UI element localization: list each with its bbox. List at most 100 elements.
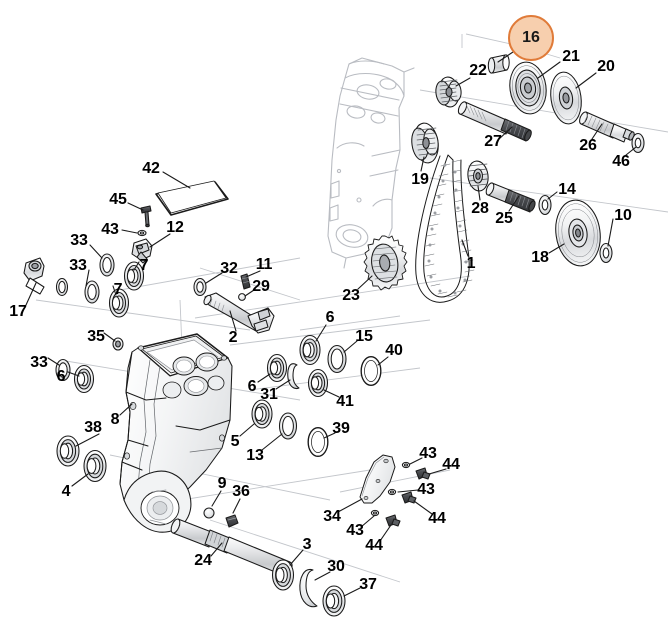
- part-43-washer-2: [387, 488, 397, 496]
- callout-29[interactable]: 29: [252, 278, 270, 295]
- callout-35[interactable]: 35: [87, 328, 105, 345]
- callout-25[interactable]: 25: [495, 210, 513, 227]
- callout-41[interactable]: 41: [336, 393, 354, 410]
- callout-32[interactable]: 32: [220, 260, 238, 277]
- part-37-bearing: [322, 585, 346, 617]
- callout-3[interactable]: 3: [302, 536, 312, 553]
- callout-43-b[interactable]: 43: [419, 445, 437, 462]
- part-44-bolt-1: [415, 467, 431, 480]
- part-33-ring-a: [99, 253, 115, 277]
- callout-43-c[interactable]: 43: [417, 481, 435, 498]
- callout-6-a[interactable]: 6: [56, 368, 66, 385]
- callout-10[interactable]: 10: [614, 207, 632, 224]
- part-45-bolt: [140, 205, 152, 228]
- part-6-bearing-b: [299, 334, 321, 366]
- part-11-pin: [240, 273, 251, 290]
- part-9-ball: [203, 507, 215, 519]
- callout-30[interactable]: 30: [327, 558, 345, 575]
- callout-24[interactable]: 24: [194, 552, 212, 569]
- part-40-oring: [360, 356, 382, 386]
- callout-18[interactable]: 18: [531, 249, 549, 266]
- part-34-cover-plate: [359, 454, 396, 504]
- callout-44-c[interactable]: 44: [365, 537, 383, 554]
- callout-19[interactable]: 19: [411, 171, 429, 188]
- callout-36[interactable]: 36: [232, 483, 250, 500]
- callout-14[interactable]: 14: [558, 181, 576, 198]
- callout-39[interactable]: 39: [332, 420, 350, 437]
- part-13-ring: [278, 412, 298, 440]
- part-1-chain: [415, 154, 475, 303]
- callout-31[interactable]: 31: [260, 386, 278, 403]
- callout-33-a[interactable]: 33: [70, 232, 88, 249]
- part-33-ring-d: [55, 358, 71, 382]
- callout-40[interactable]: 40: [385, 342, 403, 359]
- callout-17[interactable]: 17: [9, 303, 27, 320]
- highlighted-callout-16[interactable]: 16: [508, 15, 554, 61]
- callout-7-a[interactable]: 7: [139, 257, 149, 274]
- callout-21[interactable]: 21: [562, 48, 580, 65]
- part-31-circlip: [287, 363, 300, 389]
- part-26-shaft: [579, 111, 635, 143]
- callout-8[interactable]: 8: [110, 411, 120, 428]
- callout-7-b[interactable]: 7: [113, 281, 123, 298]
- part-18-gear: [555, 199, 601, 267]
- part-43-washer-1: [401, 461, 411, 469]
- part-5-bearing: [251, 399, 273, 429]
- callout-12[interactable]: 12: [166, 219, 184, 236]
- part-27-shaft: [457, 101, 532, 142]
- callout-46[interactable]: 46: [612, 153, 630, 170]
- part-32-ring: [193, 277, 207, 297]
- callout-43-a[interactable]: 43: [101, 221, 119, 238]
- part-2-shift-lever: [203, 292, 275, 334]
- callout-1[interactable]: 1: [466, 255, 476, 272]
- callout-23[interactable]: 23: [342, 287, 360, 304]
- part-20-gear: [550, 71, 582, 125]
- part-10-washer: [599, 242, 613, 264]
- callout-44-b[interactable]: 44: [428, 510, 446, 527]
- part-14-washer: [538, 194, 552, 216]
- callout-2[interactable]: 2: [228, 329, 238, 346]
- callout-6-c[interactable]: 6: [247, 378, 257, 395]
- callout-33-c[interactable]: 33: [30, 354, 48, 371]
- part-16-bushing: [487, 54, 510, 74]
- part-7-bearing-a: [123, 261, 145, 291]
- callout-26[interactable]: 26: [579, 137, 597, 154]
- part-30-snap-ring: [299, 568, 318, 608]
- part-39-oring: [307, 427, 329, 457]
- callout-4[interactable]: 4: [61, 483, 71, 500]
- callout-44-a[interactable]: 44: [442, 456, 460, 473]
- part-44-bolt-3: [385, 514, 401, 527]
- callout-20[interactable]: 20: [597, 58, 615, 75]
- part-19-sprocket: [411, 122, 439, 164]
- callout-22[interactable]: 22: [469, 62, 487, 79]
- callout-37[interactable]: 37: [359, 576, 377, 593]
- part-15-ring: [327, 344, 347, 374]
- part-7-bearing-b: [108, 288, 130, 318]
- part-38-seal: [56, 435, 80, 467]
- part-23-sprocket: [363, 235, 408, 291]
- callout-42[interactable]: 42: [142, 160, 160, 177]
- callout-38[interactable]: 38: [84, 419, 102, 436]
- part-42-gasket: [155, 180, 229, 216]
- callout-13[interactable]: 13: [246, 447, 264, 464]
- part-8-housing: [119, 333, 233, 533]
- part-25-shaft: [485, 182, 536, 213]
- callout-45[interactable]: 45: [109, 191, 127, 208]
- callout-5[interactable]: 5: [230, 433, 240, 450]
- callout-34[interactable]: 34: [323, 508, 341, 525]
- part-41-bearing: [307, 368, 329, 398]
- part-43-washer-upper: [137, 229, 147, 237]
- callout-11[interactable]: 11: [255, 256, 273, 273]
- callout-33-b[interactable]: 33: [69, 257, 87, 274]
- callout-27[interactable]: 27: [484, 133, 502, 150]
- callout-15[interactable]: 15: [355, 328, 373, 345]
- callout-43-d[interactable]: 43: [346, 522, 364, 539]
- callout-28[interactable]: 28: [471, 200, 489, 217]
- callout-6-b[interactable]: 6: [325, 309, 335, 326]
- part-33-ring-b: [84, 280, 100, 304]
- callout-9[interactable]: 9: [217, 475, 227, 492]
